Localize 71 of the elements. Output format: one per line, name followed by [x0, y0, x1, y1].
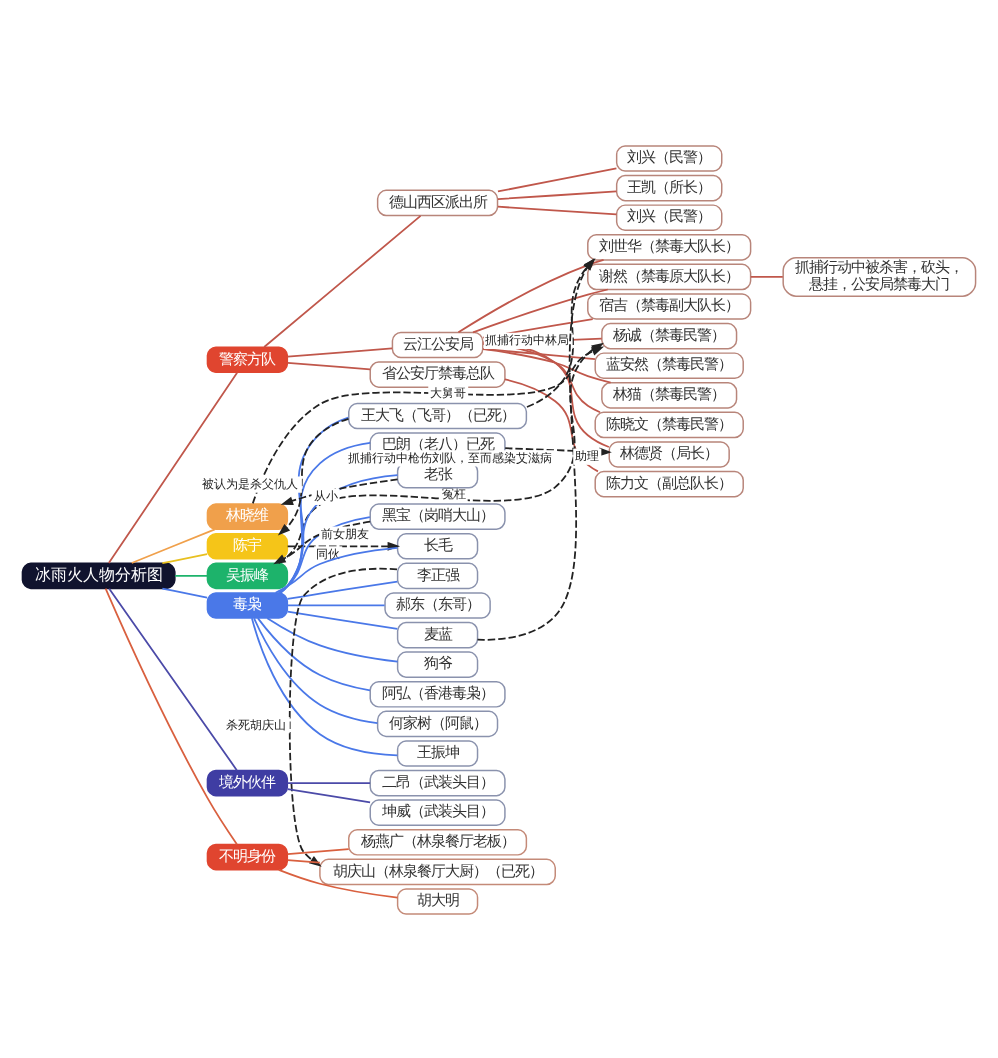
node-box: 黑宝（岗哨大山） — [369, 502, 506, 529]
connector — [286, 847, 350, 854]
node-box: 陈晓文（禁毒民警） — [594, 410, 744, 438]
node-box: 刘兴（民警） — [615, 144, 723, 171]
node-box: 蓝安然（禁毒民警） — [594, 351, 744, 379]
node-box: 警察方队 — [206, 345, 289, 373]
node-box: 长毛 — [396, 531, 479, 559]
node-box: 刘世华（禁毒大队长） — [587, 233, 752, 260]
connector — [497, 189, 618, 199]
node-box: 杨燕广（林泉餐厅老板） — [348, 828, 528, 855]
connector — [161, 586, 208, 598]
node-box: 吴振峰 — [206, 561, 289, 589]
node-box: 宿吉（禁毒副大队长） — [587, 292, 752, 319]
connector — [457, 258, 605, 333]
node-box: 杨诚（禁毒民警） — [601, 321, 738, 349]
node-box: 云江公安局 — [391, 330, 484, 358]
connector — [266, 616, 399, 662]
node-box: 刘兴（民警） — [615, 203, 723, 230]
connector — [251, 616, 399, 756]
connector — [286, 781, 371, 783]
node-box: 狗爷 — [396, 650, 479, 677]
connector — [174, 574, 209, 576]
node-box: 胡大明 — [396, 887, 479, 914]
node-box: 麦蓝 — [396, 620, 479, 648]
node-box: 王大飞（飞哥）（已死） — [348, 401, 528, 429]
connector — [286, 858, 321, 863]
connector — [130, 527, 216, 563]
node-box: 王振坤 — [396, 739, 479, 766]
node-box: 李正强 — [396, 561, 479, 589]
arrow — [526, 257, 596, 407]
node-box: 冰雨火人物分析图 — [21, 561, 176, 589]
node-box: 王凯（所长） — [615, 173, 723, 201]
arrow — [277, 416, 350, 535]
node-box: 毒枭 — [206, 591, 289, 618]
node-box: 郝东（东哥） — [384, 591, 491, 618]
node-box: 胡庆山（林泉餐厅大厨）（已死） — [319, 857, 556, 885]
connector — [277, 868, 399, 898]
node-box: 陈宇 — [206, 531, 289, 559]
node-box: 谢然（禁毒原大队长） — [587, 262, 752, 290]
connector — [256, 616, 371, 691]
connector — [286, 603, 386, 606]
node-box: 省公安厅禁毒总队 — [369, 360, 506, 387]
node-box: 二昂（武装头目） — [369, 768, 506, 796]
node-box: 坤威（武装头目） — [369, 798, 506, 825]
node-box: 阿弘（香港毒枭） — [369, 679, 506, 707]
connector — [286, 360, 371, 370]
node-box: 抓捕行动中被杀害，砍头，悬挂，公安局禁毒大门 — [782, 255, 977, 296]
node-box: 德山西区派出所 — [376, 188, 499, 216]
connector — [749, 275, 784, 277]
connector — [104, 586, 238, 845]
node-box: 不明身份 — [206, 842, 289, 870]
node-box: 林德贤（局长） — [608, 440, 730, 467]
connector — [286, 787, 371, 803]
node-box: 境外伙伴 — [206, 768, 289, 796]
connector — [497, 166, 618, 192]
connector — [286, 346, 393, 357]
node-box: 林晓维 — [206, 502, 289, 529]
connector — [504, 377, 599, 472]
connector — [472, 287, 609, 333]
node-box: 何家树（阿鼠） — [376, 709, 499, 737]
connector — [280, 415, 350, 593]
node-box: 陈力文（副总队长） — [594, 469, 744, 497]
connector — [161, 552, 208, 564]
connector — [263, 214, 422, 347]
connector — [497, 204, 618, 215]
connector — [108, 586, 238, 771]
connector — [286, 579, 399, 599]
connector — [286, 609, 399, 629]
connector — [107, 370, 238, 563]
node-box: 林猫（禁毒民警） — [601, 381, 738, 408]
connector — [253, 616, 379, 723]
